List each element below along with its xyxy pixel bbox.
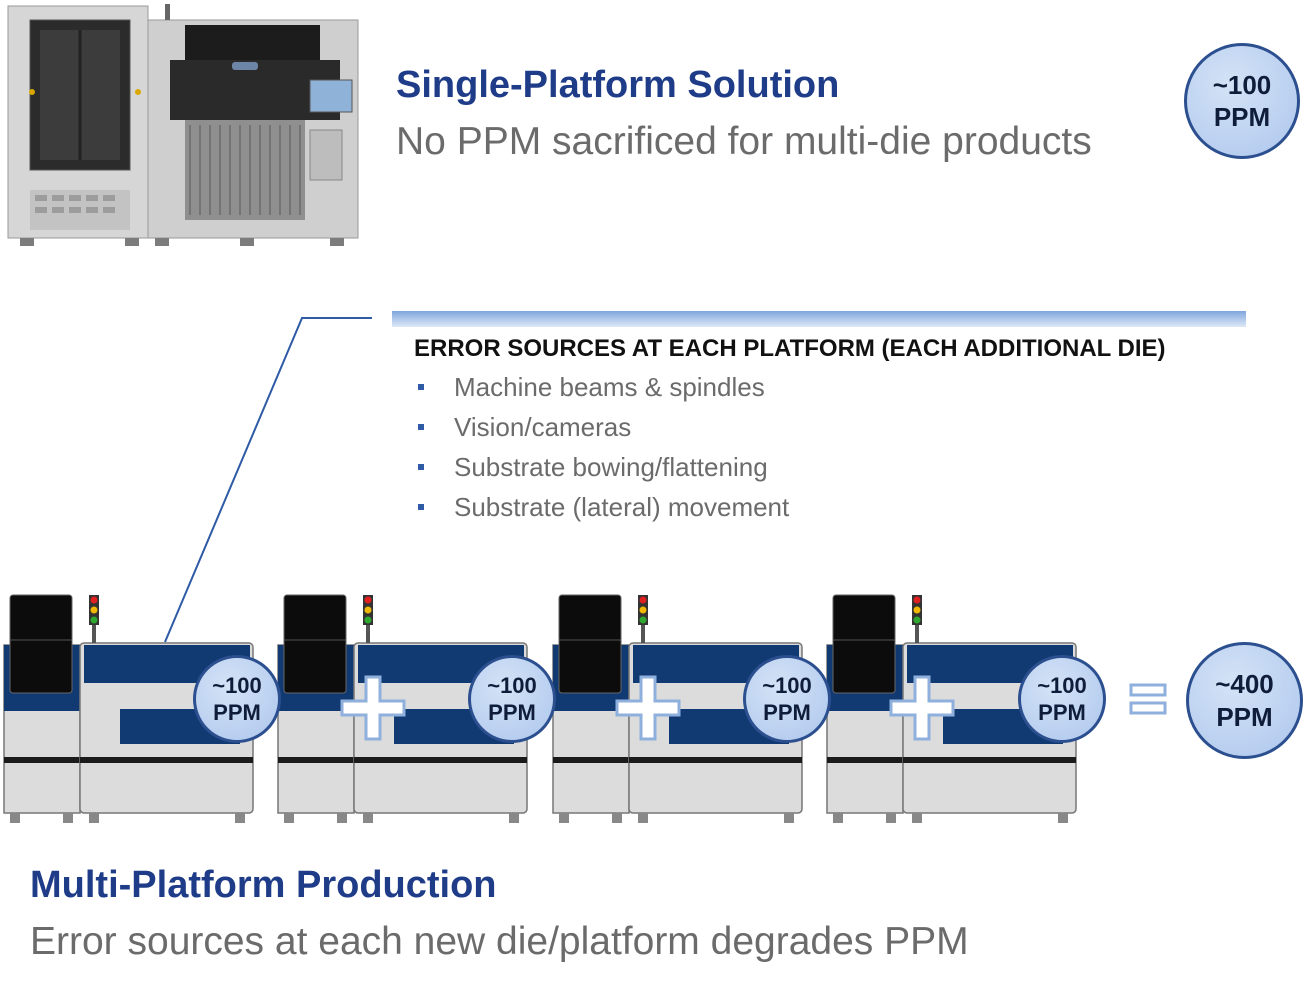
single-platform-title: Single-Platform Solution [396, 64, 840, 106]
machine-2-ppm-badge: ~100 PPM [468, 655, 556, 743]
bullet-icon [418, 384, 424, 390]
badge-value: ~100 [1037, 672, 1087, 698]
badge-unit: PPM [1038, 700, 1086, 725]
error-sources-list: Machine beams & spindles Vision/cameras … [414, 367, 789, 527]
error-sources-heading: ERROR SOURCES AT EACH PLATFORM (EACH ADD… [414, 335, 1166, 362]
badge-value: ~100 [1212, 69, 1272, 100]
list-item: Vision/cameras [414, 407, 789, 447]
list-item: Machine beams & spindles [414, 367, 789, 407]
machine-1-ppm-badge: ~100 PPM [193, 655, 281, 743]
badge-value: ~100 [212, 672, 262, 698]
badge-unit: PPM [1213, 102, 1271, 132]
single-platform-machine-image [7, 4, 359, 246]
multi-platform-title: Multi-Platform Production [30, 864, 497, 906]
badge-value: ~100 [762, 672, 812, 698]
badge-unit: PPM [488, 700, 536, 725]
plus-icon [340, 675, 955, 741]
single-platform-ppm-badge: ~100 PPM [1184, 43, 1300, 159]
list-item: Substrate bowing/flattening [414, 447, 789, 487]
badge-unit: PPM [763, 700, 811, 725]
single-platform-subtitle: No PPM sacrificed for multi-die products [396, 120, 1092, 163]
machine-4-ppm-badge: ~100 PPM [1018, 655, 1106, 743]
bullet-icon [418, 424, 424, 430]
bullet-icon [418, 464, 424, 470]
badge-value: ~100 [487, 672, 537, 698]
list-item: Substrate (lateral) movement [414, 487, 789, 527]
multi-platform-subtitle: Error sources at each new die/platform d… [30, 920, 969, 963]
total-ppm-badge: ~400 PPM [1186, 642, 1303, 759]
badge-unit: PPM [1216, 701, 1273, 732]
callout-connector [164, 311, 1246, 643]
multi-platform-machines [3, 594, 1167, 824]
machine-3-ppm-badge: ~100 PPM [743, 655, 831, 743]
equals-icon [1129, 683, 1167, 715]
badge-unit: PPM [213, 700, 261, 725]
badge-value: ~400 [1215, 669, 1274, 699]
bullet-icon [418, 504, 424, 510]
